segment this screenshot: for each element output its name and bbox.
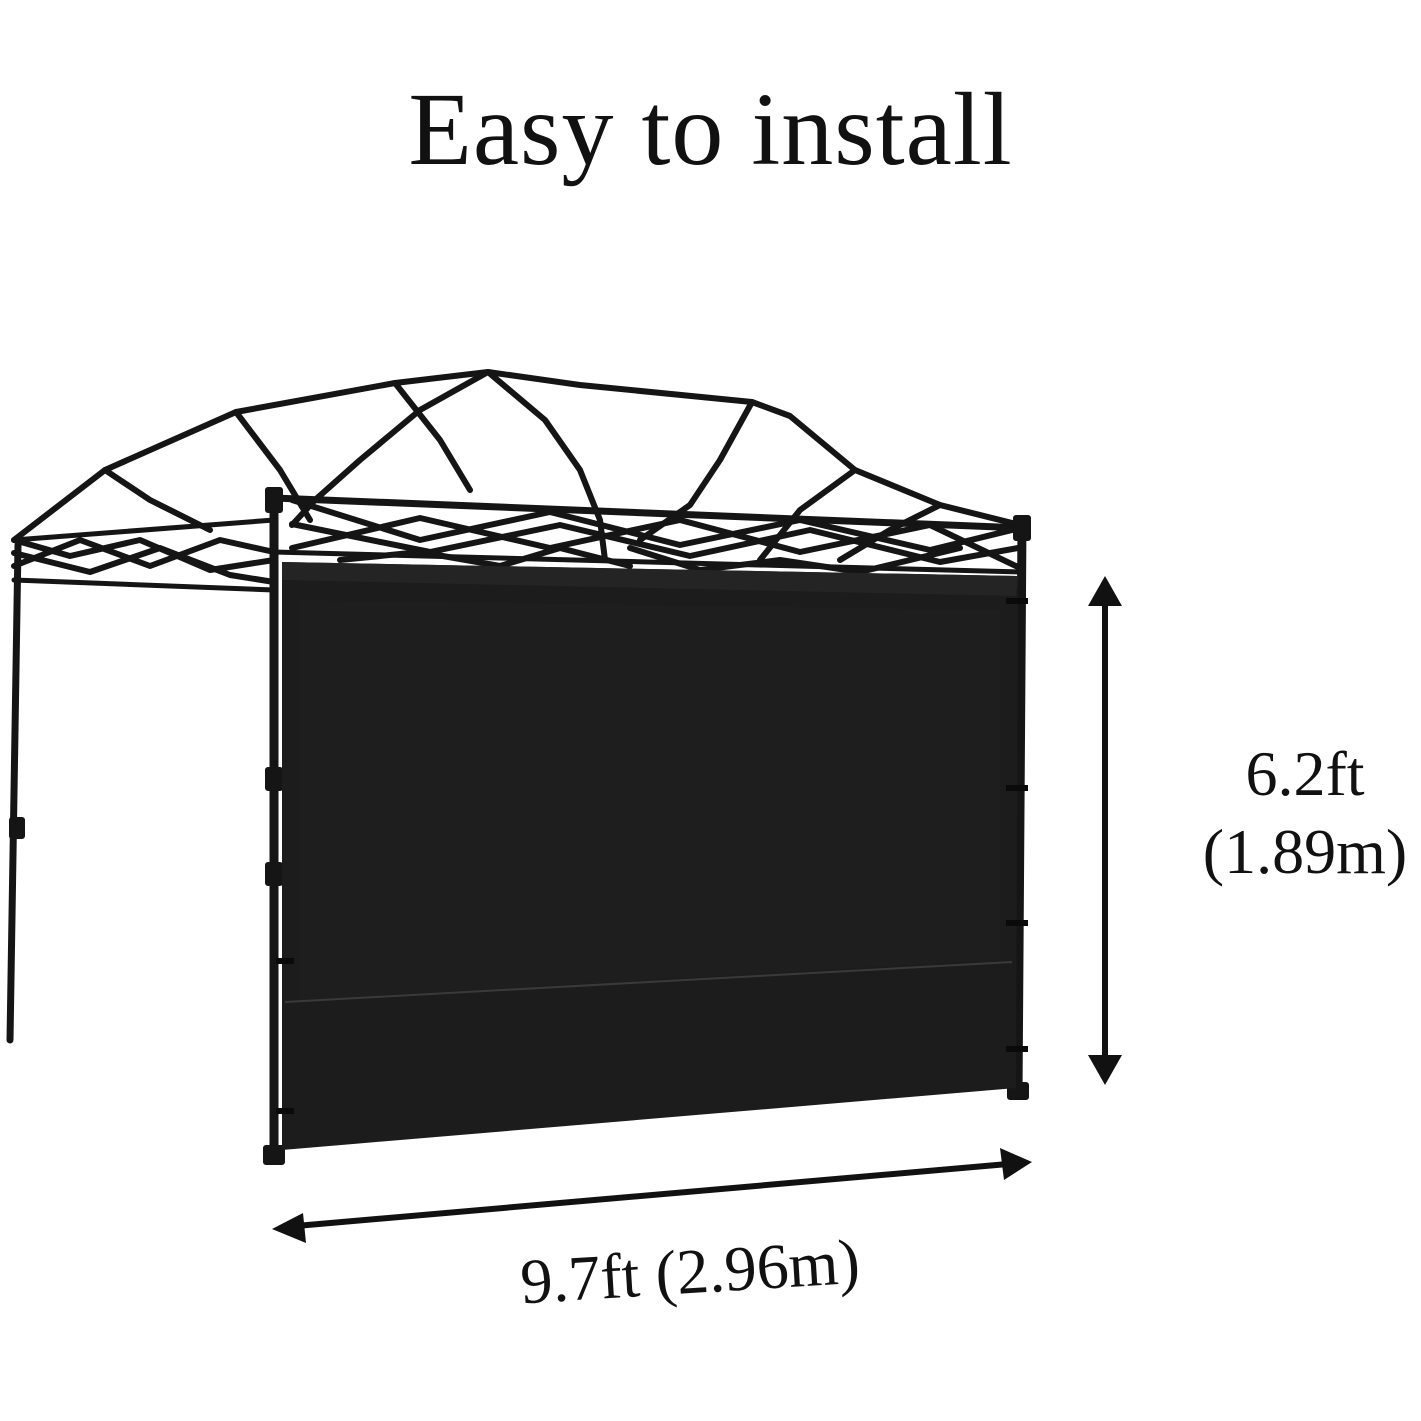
height-ft-text: 6.2ft <box>1245 738 1365 809</box>
height-arrow-icon <box>1088 576 1122 1085</box>
page-title: Easy to install <box>408 72 1013 187</box>
canopy-frame <box>6 369 1031 1165</box>
height-m-text: (1.89m) <box>1202 816 1408 888</box>
height-dimension-label: 6.2ft (1.89m) <box>1180 735 1421 891</box>
sidewall-panel <box>276 562 1028 1150</box>
width-arrow-icon <box>272 1148 1032 1243</box>
